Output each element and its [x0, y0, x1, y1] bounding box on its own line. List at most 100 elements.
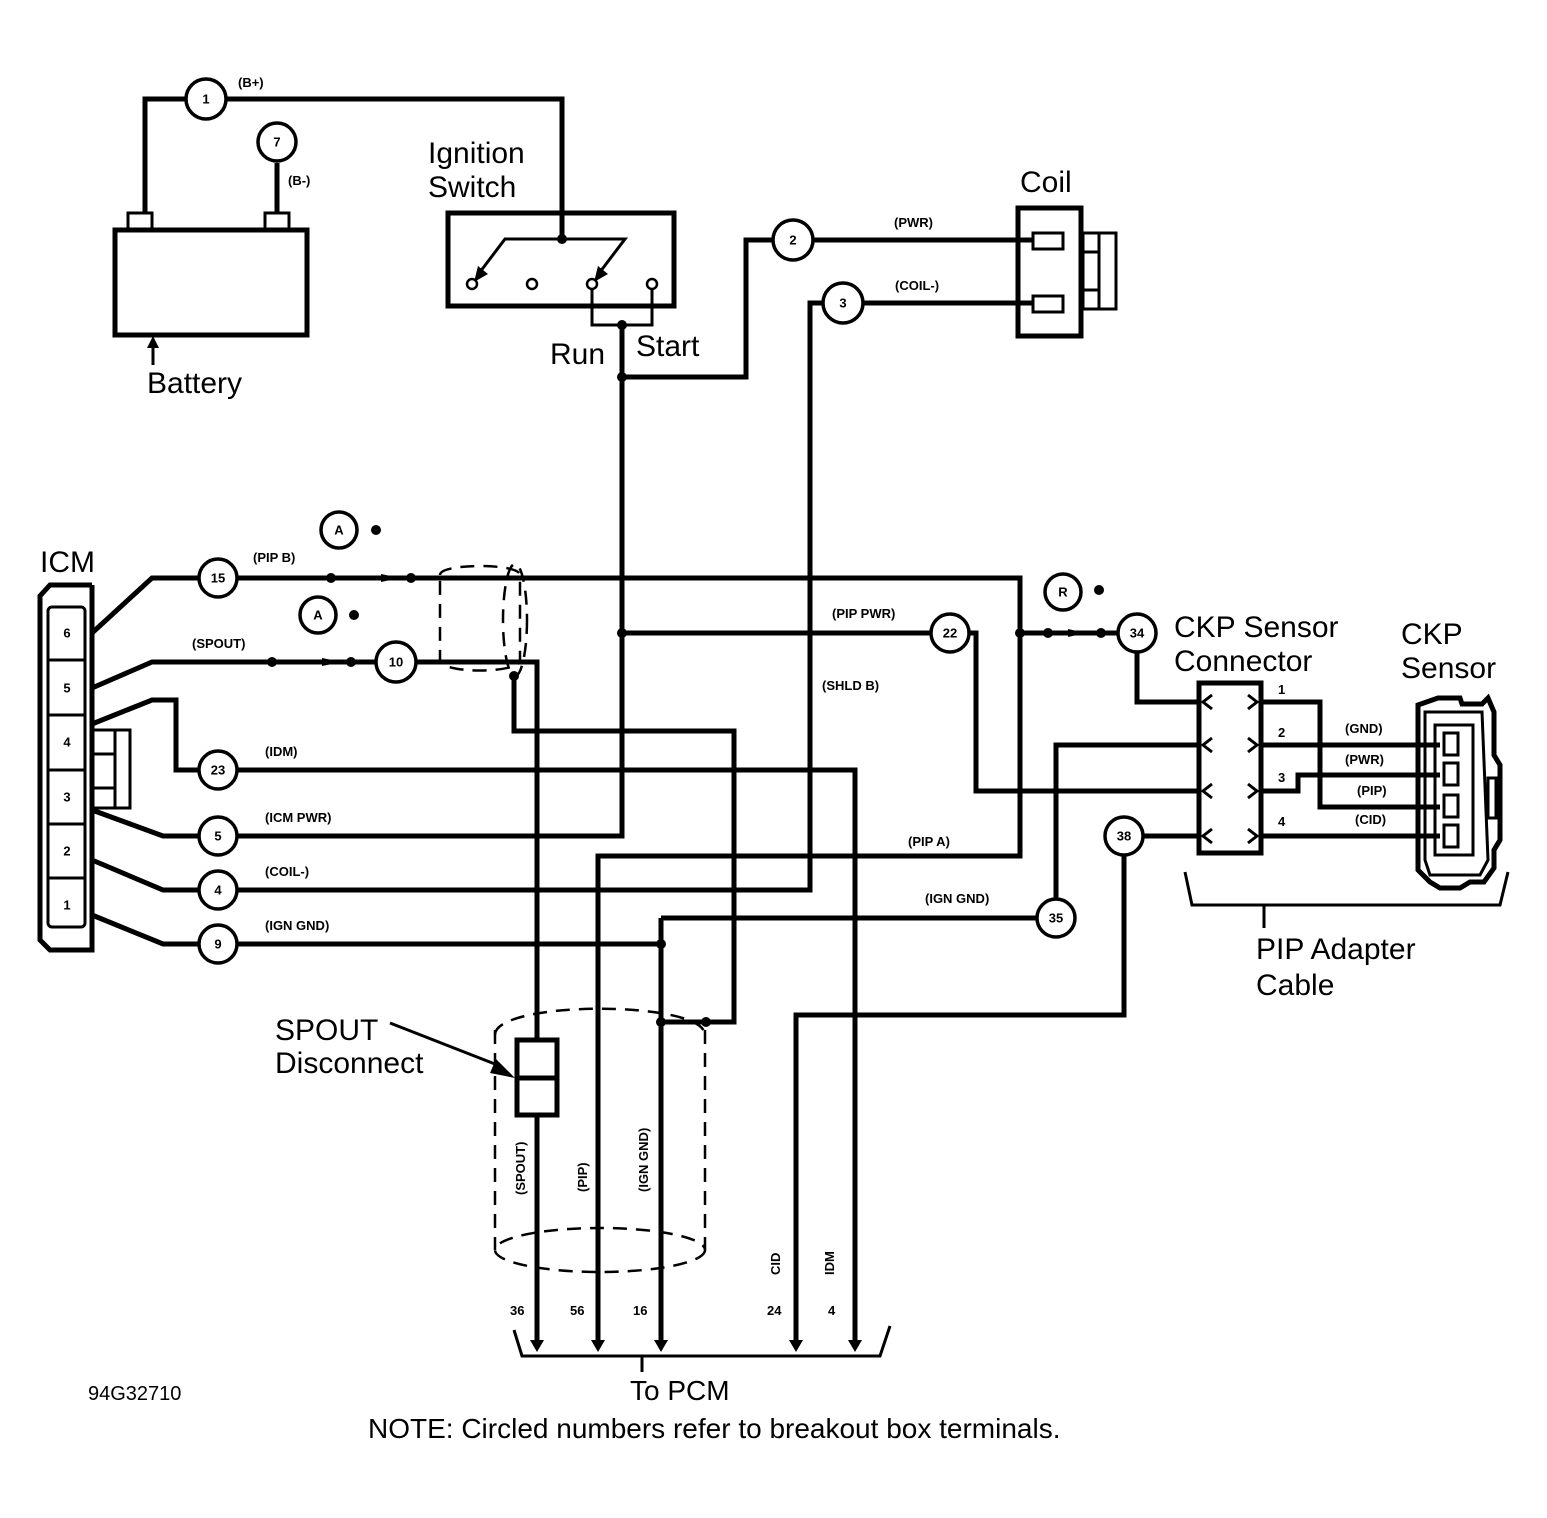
signal-sensor-pip: (PIP) — [1357, 783, 1387, 798]
signal-pip-pwr: (PIP PWR) — [832, 606, 895, 621]
terminal-35-label: 35 — [1049, 911, 1063, 926]
terminal-7-label: 7 — [273, 135, 280, 150]
wire-adapter-3 — [1261, 772, 1440, 794]
wire-coil-minus-icm — [237, 300, 823, 893]
icm-pin-5: 5 — [63, 681, 70, 696]
pip-adapter-label-1: PIP Adapter — [1256, 933, 1416, 966]
terminal-1[interactable] — [184, 77, 228, 121]
wire-icm-4 — [91, 697, 198, 773]
icm-pin-1: 1 — [63, 898, 70, 913]
icm-pin-3: 3 — [63, 790, 70, 805]
terminal-4[interactable] — [197, 869, 239, 911]
ckp-sensor-label-1: CKP — [1401, 618, 1463, 651]
terminal-23-label: 23 — [211, 763, 225, 778]
wire-spout — [416, 659, 540, 1040]
icm-pin-4: 4 — [63, 735, 71, 750]
terminal-1-label: 1 — [202, 92, 209, 107]
signal-idm: (IDM) — [265, 744, 298, 759]
wire-adapter-1 — [1261, 699, 1440, 810]
signal-b-plus: (B+) — [238, 75, 264, 90]
wire-35-ckp — [1053, 742, 1200, 899]
jumper-dot — [371, 525, 381, 535]
pcm-bracket — [512, 1325, 892, 1358]
wire-coil-pwr-feed — [622, 237, 773, 380]
wire-icm-6 — [90, 575, 198, 635]
start-label: Start — [636, 330, 700, 363]
signal-ign-gnd-35: (IGN GND) — [925, 891, 989, 906]
terminal-r[interactable] — [1043, 572, 1083, 612]
spout-disconnect: SPOUT Disconnect — [275, 1014, 560, 1118]
pcm-pin-4: 4 — [828, 1303, 836, 1318]
coil: Coil — [1015, 166, 1118, 339]
signal-v-spout: (SPOUT) — [513, 1142, 528, 1195]
to-pcm-label: To PCM — [630, 1375, 730, 1406]
battery: Battery — [112, 211, 310, 400]
icm-pin-2: 2 — [63, 844, 70, 859]
shield-pip-spout — [438, 564, 522, 672]
signal-coil-minus: (COIL-) — [895, 278, 939, 293]
coil-label: Coil — [1020, 166, 1072, 199]
ckp-connector-label-1: CKP Sensor — [1174, 611, 1339, 644]
terminal-4-label: 4 — [214, 883, 222, 898]
ckp-pin-2: 2 — [1278, 725, 1285, 740]
icm-label: ICM — [40, 546, 95, 579]
spout-label-1: SPOUT — [275, 1014, 378, 1047]
icm-pin-6: 6 — [63, 626, 70, 641]
signal-spout: (SPOUT) — [192, 636, 245, 651]
pcm-pin-36: 36 — [510, 1303, 524, 1318]
signal-b-minus: (B-) — [288, 173, 310, 188]
terminal-38-label: 38 — [1117, 829, 1131, 844]
wire-b-plus-switch — [226, 96, 565, 237]
signal-coil-minus-icm: (COIL-) — [265, 864, 309, 879]
ckp-connector-label-2: Connector — [1174, 645, 1312, 678]
ckp-sensor-connector: CKP Sensor Connector 1 2 3 4 — [1174, 611, 1339, 856]
ckp-pin-1: 1 — [1278, 682, 1285, 697]
terminal-15[interactable] — [197, 557, 239, 599]
pcm-pin-24: 24 — [767, 1303, 782, 1318]
terminal-3[interactable] — [821, 281, 865, 325]
signal-ign-gnd: (IGN GND) — [265, 918, 329, 933]
ignition-switch: Ignition Switch Run Start — [428, 137, 700, 371]
pip-adapter-bracket — [1183, 871, 1510, 907]
terminal-a-bottom[interactable] — [298, 595, 338, 635]
run-label: Run — [550, 338, 605, 371]
signal-sensor-cid: (CID) — [1355, 812, 1386, 827]
terminal-a-top-label: A — [334, 523, 344, 538]
terminal-9[interactable] — [197, 923, 239, 965]
signal-v-pip: (PIP) — [575, 1162, 590, 1192]
icm-module: ICM 6 5 4 3 2 1 — [37, 546, 132, 953]
terminal-a-top[interactable] — [319, 510, 359, 550]
pcm-pin-56: 56 — [570, 1303, 584, 1318]
pcm-arrows — [530, 1340, 862, 1352]
ckp-sensor: CKP Sensor — [1401, 618, 1503, 891]
signal-shld-b: (SHLD B) — [822, 678, 879, 693]
wire-cid — [793, 855, 1127, 1345]
shield-pcm-top — [493, 1007, 707, 1036]
terminal-2[interactable] — [771, 218, 815, 262]
jumper-dot-r — [1094, 585, 1104, 595]
ignition-label-1: Ignition — [428, 137, 525, 170]
figure-code: 94G32710 — [88, 1383, 181, 1405]
wire-pip-pwr-ckp — [969, 630, 1200, 794]
wire-shld-b-drain — [511, 676, 737, 1025]
terminal-23[interactable] — [197, 749, 239, 791]
wire-34-ckp — [1134, 652, 1200, 705]
ckp-pin-4: 4 — [1278, 814, 1286, 829]
terminal-15-label: 15 — [211, 571, 225, 586]
terminal-7[interactable] — [256, 121, 298, 163]
ckp-pin-3: 3 — [1278, 770, 1285, 785]
battery-label: Battery — [147, 367, 242, 400]
terminal-r-label: R — [1058, 585, 1068, 600]
wire-icm-3 — [91, 807, 198, 839]
note-text: NOTE: Circled numbers refer to breakout … — [368, 1413, 1060, 1444]
terminal-5[interactable] — [197, 815, 239, 857]
signal-sensor-gnd: (GND) — [1345, 721, 1383, 736]
terminal-3-label: 3 — [839, 296, 846, 311]
terminal-22-label: 22 — [943, 626, 957, 641]
spout-label-2: Disconnect — [275, 1047, 424, 1080]
terminal-a-bottom-label: A — [313, 608, 323, 623]
wire-icm-pwr — [237, 325, 625, 839]
signal-v-ign-gnd: (IGN GND) — [636, 1128, 651, 1192]
ckp-sensor-label-2: Sensor — [1401, 652, 1496, 685]
